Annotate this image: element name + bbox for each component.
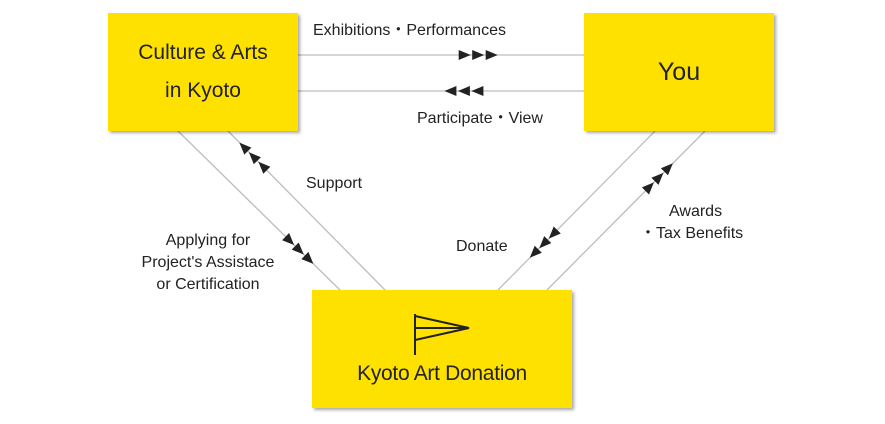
arrow-awards-3 [660, 163, 673, 176]
label-awards: Awards ・Tax Benefits [640, 201, 770, 245]
arrow-support-2 [248, 152, 261, 165]
line-donate [497, 130, 656, 291]
line-awards [546, 130, 706, 291]
you-title: You [657, 57, 701, 86]
arrow-applying-1 [282, 233, 295, 245]
label-awards-line1: Awards [669, 203, 723, 220]
culture-title-line1: Culture & Arts [138, 41, 268, 64]
arrow-exhibitions-3 [485, 50, 498, 60]
arrow-donate-2 [539, 236, 552, 249]
label-applying-line1: Applying for [165, 232, 251, 249]
arrow-exhibitions-2 [472, 50, 485, 60]
node-culture-arts-kyoto: Culture & Arts in Kyoto [108, 13, 298, 131]
label-awards-line2: ・Tax Benefits [640, 225, 744, 242]
node-you: You [584, 13, 774, 131]
culture-title-line2: in Kyoto [165, 79, 241, 102]
arrow-awards-1 [641, 182, 654, 195]
arrow-donate-3 [529, 245, 542, 258]
arrow-support-1 [258, 161, 271, 174]
label-applying-line2: Project's Assistace [141, 254, 275, 271]
label-applying: Applying for Project's Assistace or Cert… [128, 230, 288, 296]
label-exhibitions-performances: Exhibitions・Performances [313, 22, 506, 39]
arrow-applying-2 [291, 242, 304, 255]
label-participate-view: Participate・View [417, 110, 543, 127]
kyoto-art-donation-name: Kyoto Art Donation [357, 362, 527, 385]
arrow-exhibitions-1 [458, 50, 471, 60]
arrow-participate-2 [457, 86, 470, 96]
arrow-participate-3 [444, 86, 457, 96]
node-kyoto-art-donation: Kyoto Art Donation [312, 290, 572, 408]
arrow-support-3 [239, 142, 252, 155]
arrow-participate-1 [471, 86, 484, 96]
arrow-applying-3 [301, 251, 314, 264]
label-support: Support [306, 175, 363, 192]
arrow-donate-1 [548, 226, 561, 239]
arrow-awards-2 [651, 172, 664, 185]
label-donate: Donate [456, 238, 508, 255]
flag-icon [414, 314, 470, 355]
label-applying-line3: or Certification [156, 276, 260, 293]
